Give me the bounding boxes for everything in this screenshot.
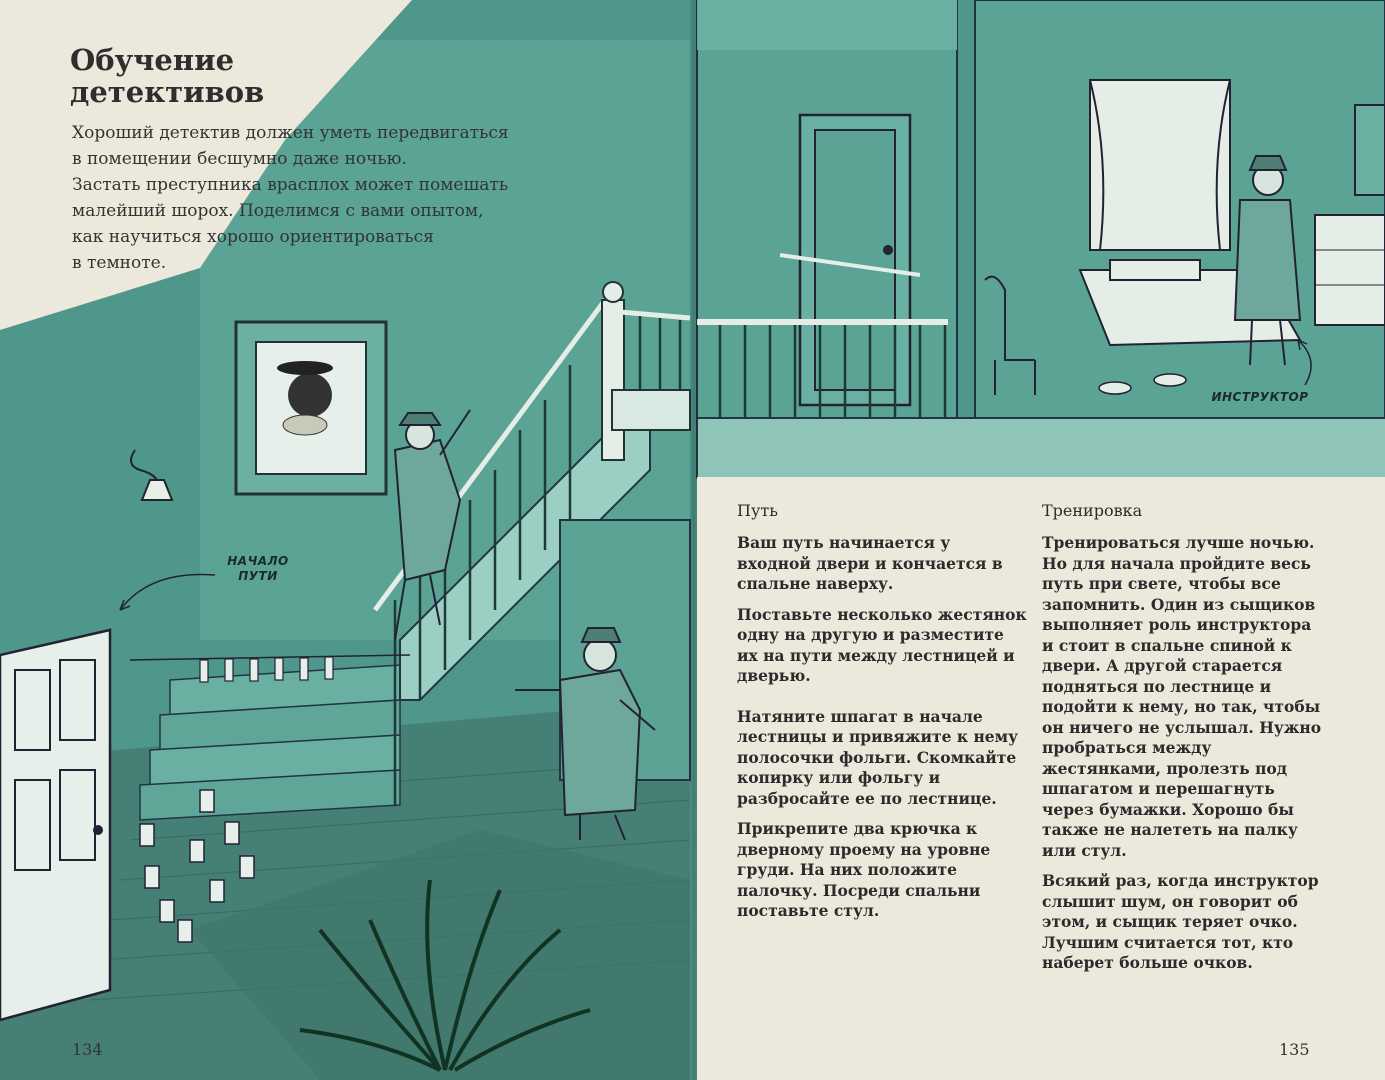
column-training: Тренировка Тренироваться лучше ночью. Но… — [1042, 501, 1327, 984]
intro-line: Хороший детектив должен уметь передвигат… — [72, 123, 509, 143]
newel-post — [601, 281, 625, 461]
front-door — [0, 628, 112, 1022]
wall-lamp — [130, 449, 174, 501]
start-pointer-arrow — [119, 573, 216, 611]
landing-floor-edge — [611, 389, 691, 431]
start-label-line-2: ПУТИ — [238, 569, 278, 583]
house-plant — [299, 879, 591, 1072]
instructor-label: ИНСТРУКТОР — [1211, 390, 1309, 404]
right-text-panel: Путь Ваш путь начинается у входной двери… — [697, 477, 1385, 1080]
intro-line: как научиться хорошо ориентироваться — [72, 227, 434, 247]
intro-line: в помещении бесшумно даже ночью. — [72, 149, 407, 169]
column-heading: Путь — [737, 501, 778, 520]
tin-cans — [139, 789, 255, 943]
bedroom-window — [1089, 79, 1231, 251]
shoes — [1098, 373, 1187, 395]
start-label-line-1: НАЧАЛО — [227, 554, 289, 568]
paragraph: Натяните шпагат в начале лестницы и прив… — [737, 706, 1019, 808]
intro-line: малейший шорох. Поделимся с вами опытом, — [72, 201, 484, 221]
paragraph: Всякий раз, когда инструктор слышит шум,… — [1042, 871, 1319, 972]
detective-on-stairs — [393, 409, 471, 641]
intro-line: Застать преступника врасплох может помеш… — [72, 175, 509, 195]
title-line-2: детективов — [70, 75, 265, 109]
page-number-right: 135 — [1279, 1040, 1310, 1059]
instructor-figure — [1233, 155, 1302, 366]
bedroom-chair — [984, 275, 1036, 395]
hall-door — [779, 113, 921, 407]
intro-text: Хороший детектив должен уметь передвигат… — [72, 120, 632, 276]
foil-strips — [129, 654, 411, 683]
start-label: НАЧАЛО ПУТИ — [218, 554, 298, 584]
intro-line: в темноте. — [72, 253, 167, 273]
paragraph: Поставьте несколько жестянок одну на дру… — [737, 604, 1027, 686]
book-fold — [690, 0, 698, 1080]
landing-railing — [619, 309, 691, 395]
paragraph: Тренироваться лучше ночью. Но для начала… — [1042, 533, 1322, 860]
dresser — [1314, 104, 1385, 326]
page-number-left: 134 — [72, 1040, 103, 1059]
painting-frame — [234, 320, 388, 496]
instructor-pointer-arrow — [1297, 339, 1312, 386]
detective-standing — [515, 627, 656, 841]
lower-stairs — [139, 664, 401, 821]
page-title: Обучение детективов — [70, 44, 370, 108]
paragraph: Прикрепите два крючка к дверному проему … — [737, 819, 991, 920]
column-path: Путь Ваш путь начинается у входной двери… — [737, 501, 1027, 932]
title-panel — [0, 0, 412, 330]
paragraph: Ваш путь начинается у входной двери и ко… — [737, 533, 1003, 593]
landing-floor — [696, 417, 1385, 479]
hall-railing — [697, 319, 948, 420]
title-line-1: Обучение — [70, 43, 235, 77]
column-heading: Тренировка — [1042, 501, 1143, 520]
